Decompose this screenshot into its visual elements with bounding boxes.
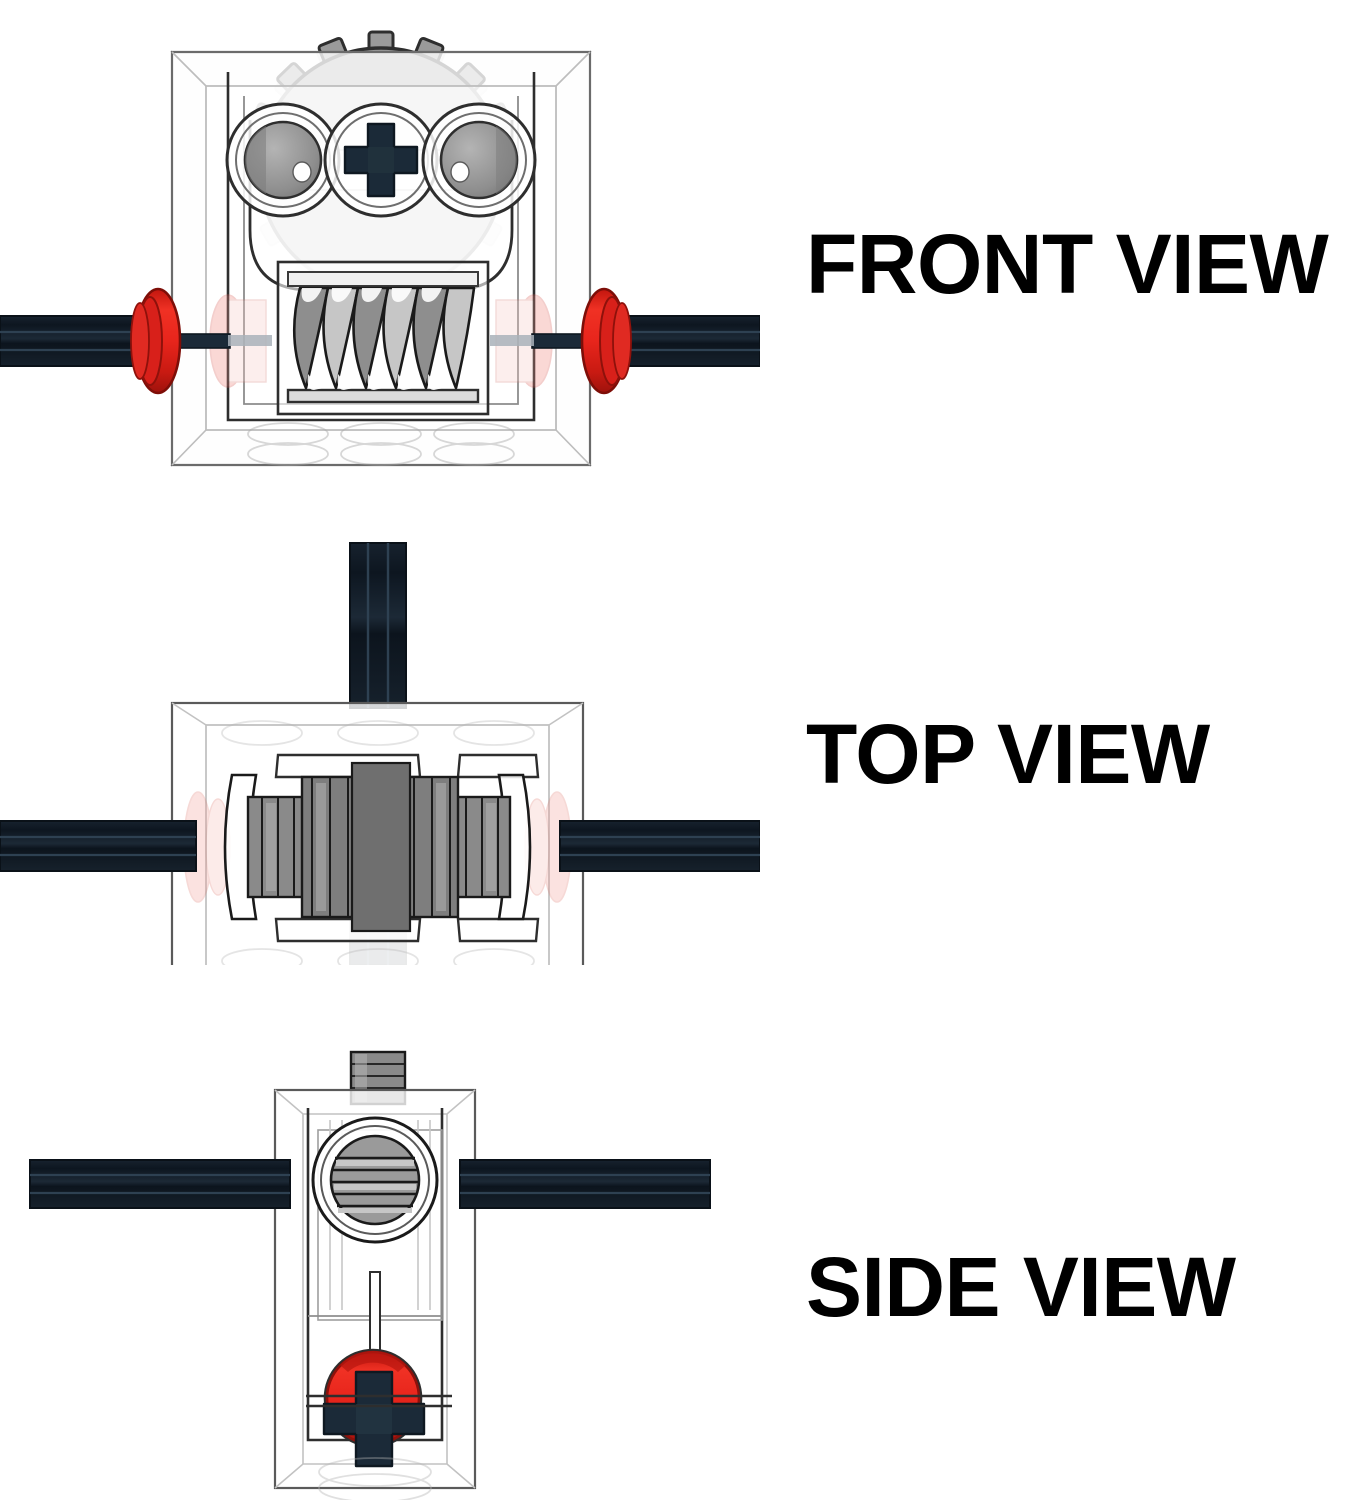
front-view-label: FRONT VIEW [806,217,1329,311]
internal-brackets-top [274,753,540,943]
top-view-panel [0,525,760,965]
housing-ghost-studs-top [221,720,535,965]
axle-hole-group [225,102,537,218]
axle-hole-right [421,102,537,218]
front-view-panel [0,0,760,500]
side-view-panel [0,1020,760,1500]
side-view-drawing [29,1050,711,1500]
front-view-drawing [0,30,760,467]
worm-gear-horizontal [246,761,512,933]
cross-axle-center [343,122,419,198]
cross-axle-bottom [322,1370,426,1468]
top-view-drawing [0,542,760,965]
bushing-ghost-top [183,791,572,903]
housing-base-ghost-side [318,1457,432,1500]
worm-gear [292,286,476,390]
drive-axle-horizontal-top [0,820,760,872]
bushing-red-bottom [306,1348,452,1468]
housing-base-studs [247,422,515,466]
worm-gear-end-face [311,1116,439,1244]
side-view-label: SIDE VIEW [806,1240,1236,1334]
axle-hole-left [225,102,341,218]
bushing-red-left [130,287,182,395]
axle-hole-center [323,102,439,218]
bushing-red-right [580,287,632,395]
top-view-label: TOP VIEW [806,707,1210,801]
drive-axle-horizontal-side [29,1159,711,1209]
